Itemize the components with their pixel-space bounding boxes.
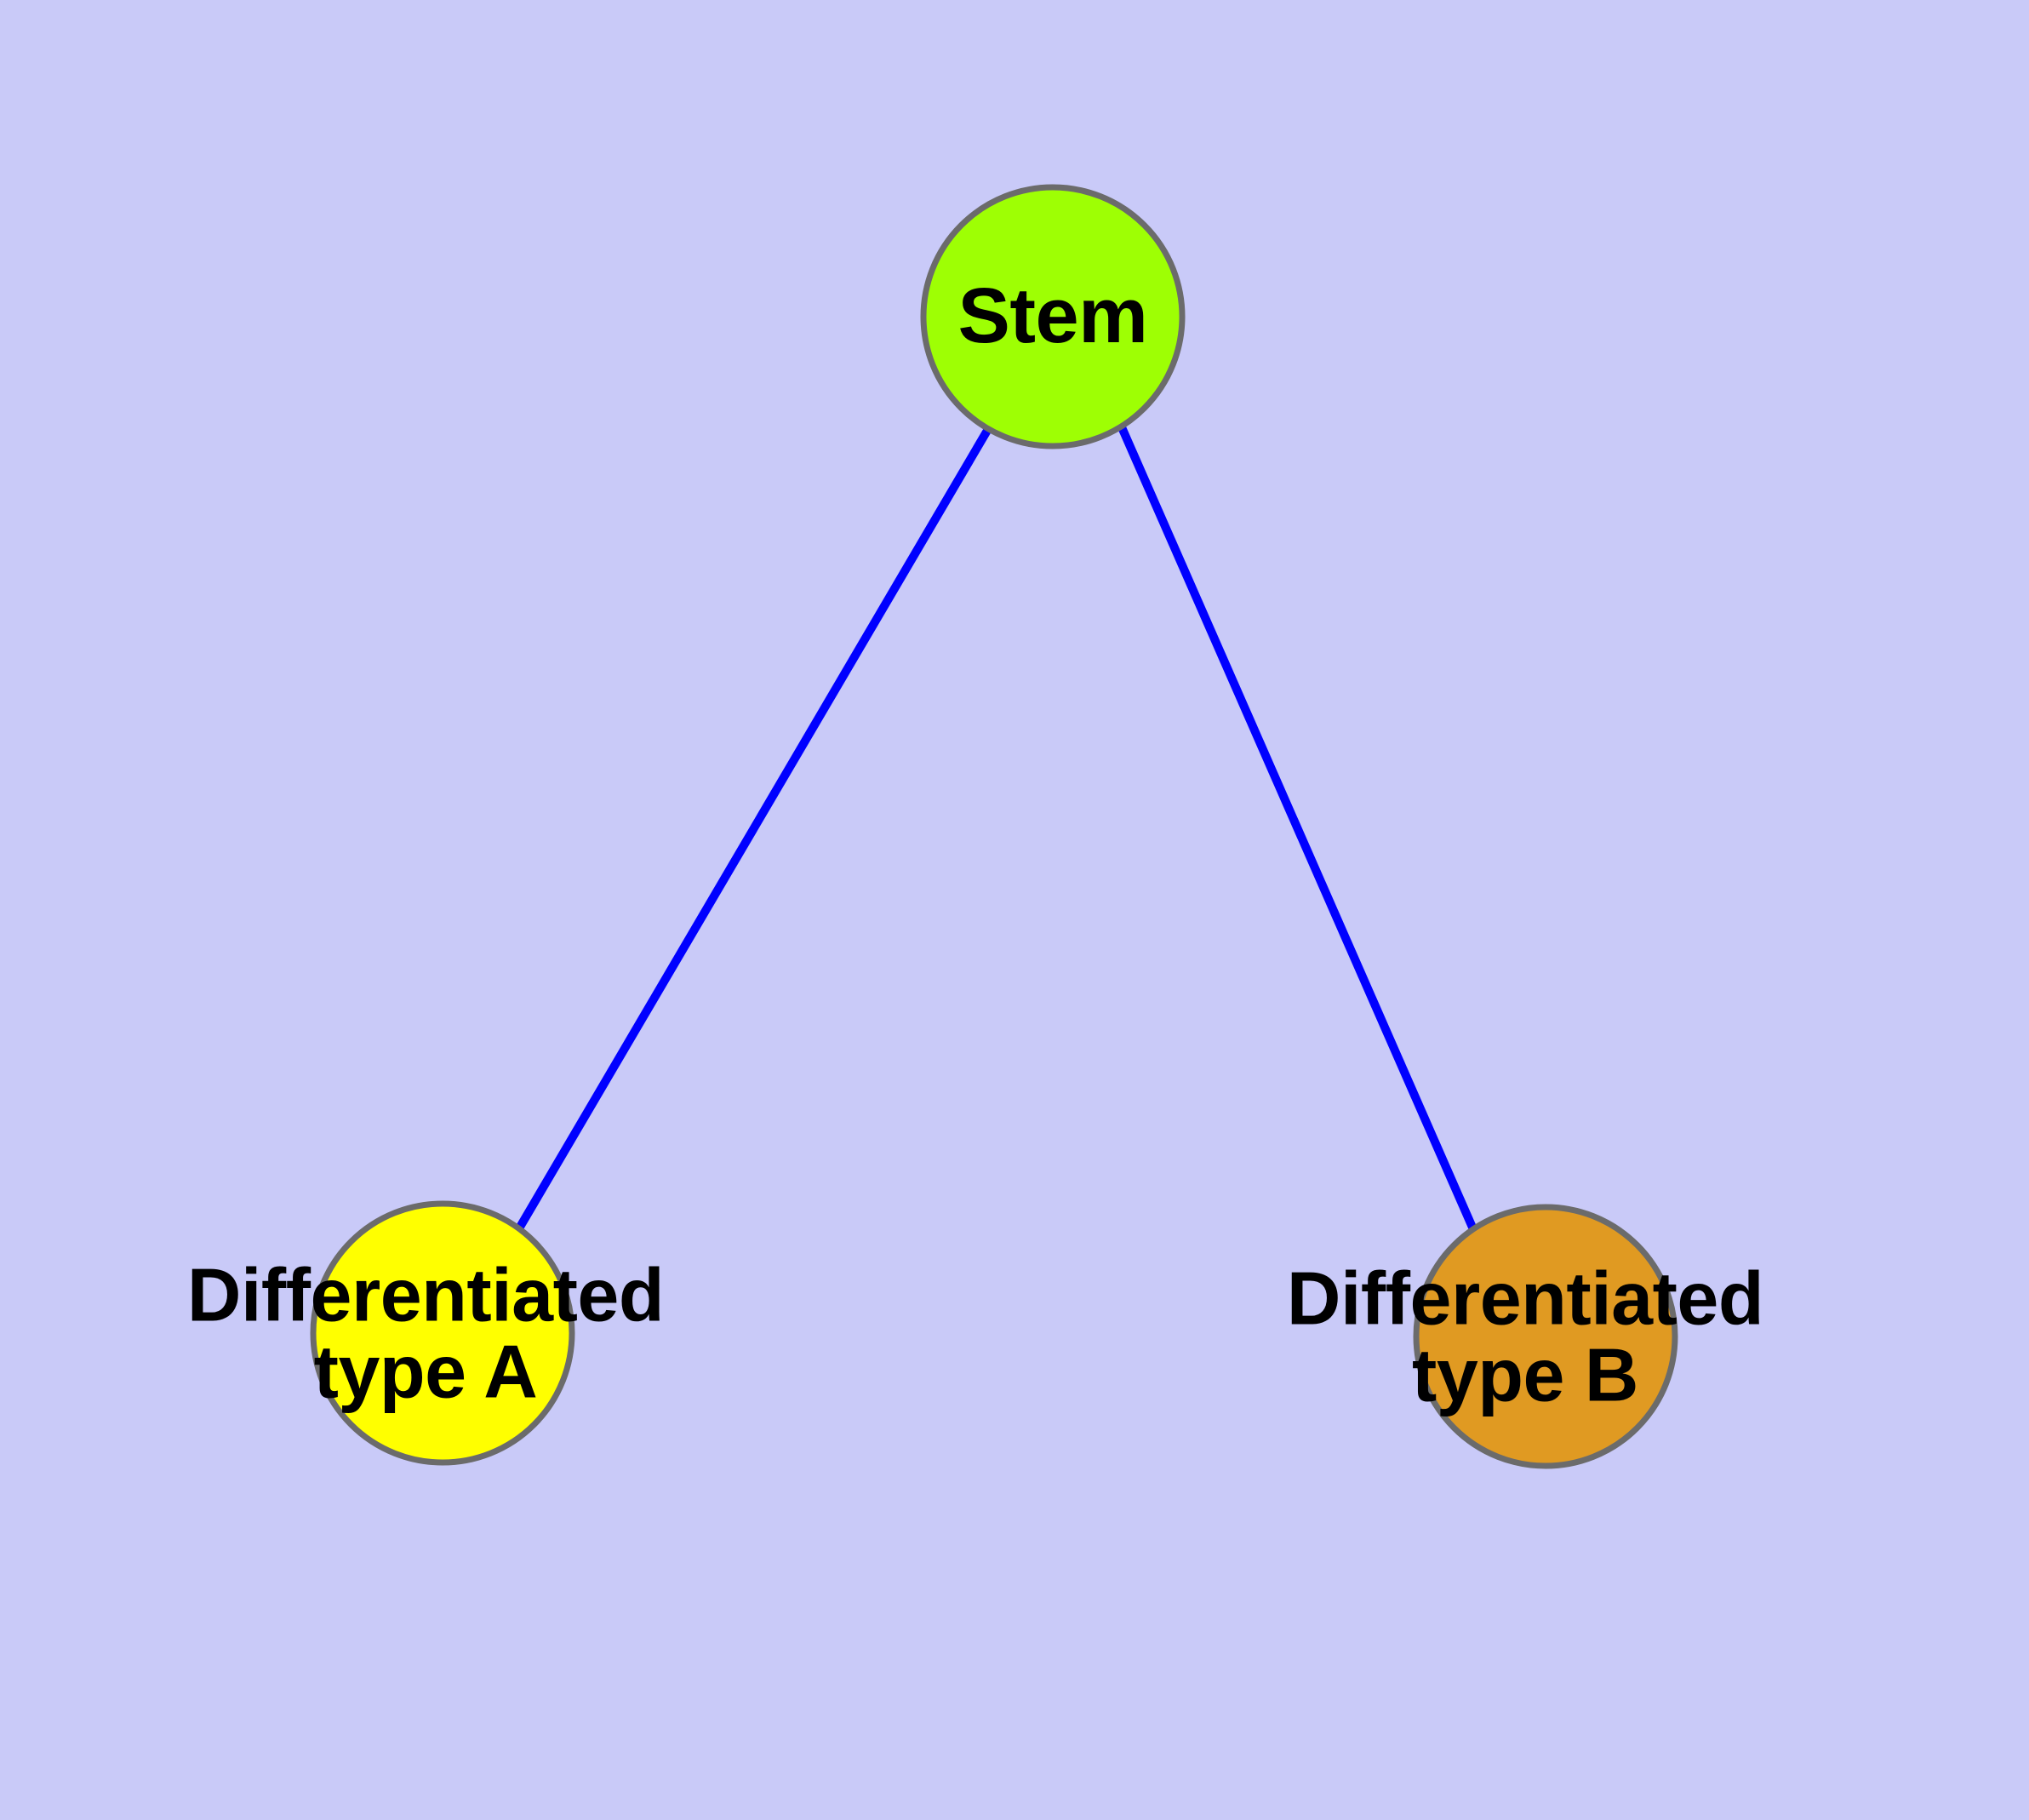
edge-stem-to-diff-a [515, 426, 992, 1231]
nodes-layer [310, 184, 1678, 1469]
node-diff-b[interactable] [1413, 1204, 1678, 1469]
edge-stem-to-diff-b [1117, 425, 1477, 1232]
node-diff-a[interactable] [310, 1200, 575, 1466]
edges-layer [515, 425, 1477, 1232]
node-stem[interactable] [920, 184, 1186, 449]
